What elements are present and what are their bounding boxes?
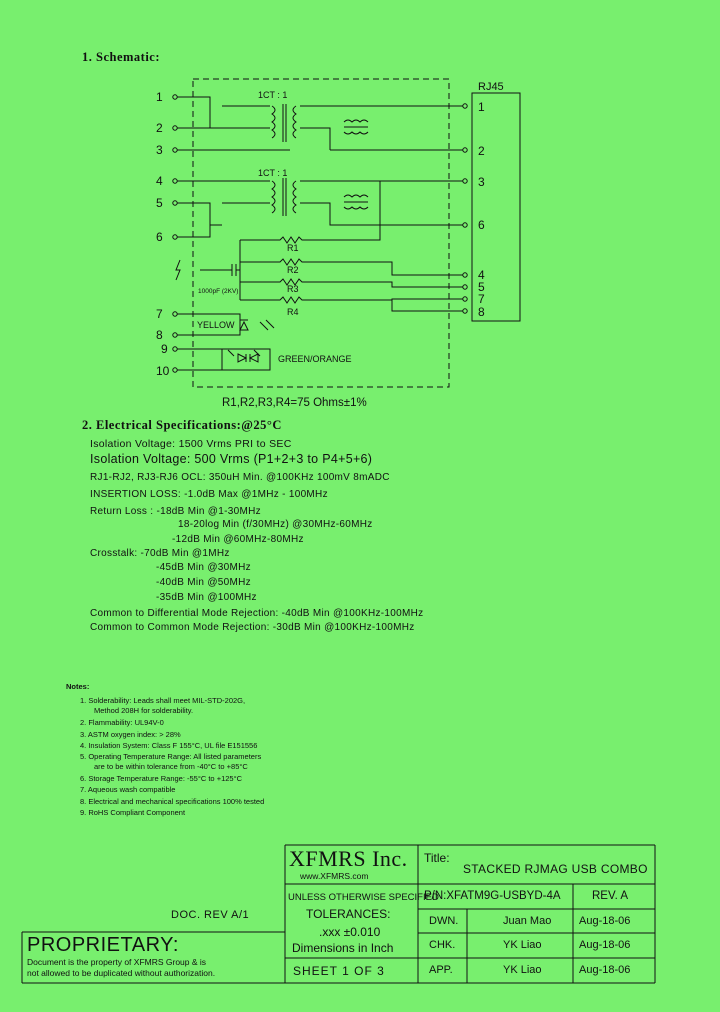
pin-label: 3: [156, 143, 163, 157]
rj45-box: [471, 92, 521, 322]
note-item: 4. Insulation System: Class F 155°C, UL …: [80, 741, 258, 750]
document-revision: DOC. REV A/1: [171, 909, 250, 921]
tolerance-label: TOLERANCES:: [306, 907, 391, 921]
spec-line: Return Loss : -18dB Min @1-30MHz: [90, 506, 261, 517]
chk-label: CHK.: [429, 939, 456, 951]
rj45-pin-label: 6: [478, 218, 485, 232]
note-item: 6. Storage Temperature Range: -55°C to +…: [80, 774, 242, 783]
pin-label: 8: [156, 328, 163, 342]
rj45-pin-label: 3: [478, 175, 485, 189]
note-item: 2. Flammability: UL94V-0: [80, 718, 164, 727]
tolerance-value: .xxx ±0.010: [319, 925, 381, 939]
dimensions-unit: Dimensions in Inch: [292, 941, 394, 955]
rj45-pin-label: 1: [478, 100, 485, 114]
note-item: 3. ASTM oxygen index: > 28%: [80, 730, 181, 739]
pin-label: 9: [161, 342, 168, 356]
chk-date: Aug-18-06: [579, 939, 631, 951]
dwn-label: DWN.: [429, 915, 459, 927]
pin-label: 4: [156, 174, 163, 188]
ratio-label-1: 1CT : 1: [258, 90, 287, 100]
resistor-label: R2: [287, 265, 299, 275]
spec-line: Isolation Voltage: 1500 Vrms PRI to SEC: [90, 438, 292, 450]
pin-label: 7: [156, 307, 163, 321]
capacitor-label: 1000pF (2KV): [198, 288, 238, 295]
spec-line: RJ1-RJ2, RJ3-RJ6 OCL: 350uH Min. @100KHz…: [90, 472, 390, 483]
resistor-label: R3: [287, 284, 299, 294]
rj45-pin-label: 7: [478, 292, 485, 306]
dwn-date: Aug-18-06: [579, 915, 631, 927]
pin-label: 1: [156, 90, 163, 104]
rj45-label: RJ45: [478, 81, 504, 93]
company-name: XFMRS Inc.: [289, 846, 408, 871]
rj45-pin-label: 5: [478, 280, 485, 294]
electrical-heading: 2. Electrical Specifications:@25°C: [82, 418, 282, 432]
revision: REV. A: [592, 890, 629, 902]
note-item: 1. Solderability: Leads shall meet MIL-S…: [80, 696, 246, 705]
led-yellow-label: YELLOW: [197, 320, 235, 330]
pin-label: 5: [156, 196, 163, 210]
spec-line: -35dB Min @100MHz: [156, 592, 257, 603]
spec-line: INSERTION LOSS: -1.0dB Max @1MHz - 100MH…: [90, 489, 328, 500]
note-item: 7. Aqueous wash compatible: [80, 785, 176, 794]
pin-label: 2: [156, 121, 163, 135]
note-item: 5. Operating Temperature Range: All list…: [80, 752, 262, 761]
drawing-title: STACKED RJMAG USB COMBO: [463, 862, 648, 876]
company-website: www.XFMRS.com: [300, 871, 369, 881]
note-item: are to be within tolerance from -40°C to…: [94, 762, 248, 771]
schematic-diagram: 1 2 3 4 5 6 7 8 9 10 1 2 3 6 4 5 7 8 RJ4…: [156, 78, 521, 409]
resistor-value-note: R1,R2,R3,R4=75 Ohms±1%: [222, 397, 367, 409]
proprietary-text: Document is the property of XFMRS Group …: [27, 957, 207, 967]
dwn-name: Juan Mao: [503, 915, 552, 927]
chk-name: YK Liao: [503, 939, 542, 951]
spec-line: Isolation Voltage: 500 Vrms (P1+2+3 to P…: [90, 452, 373, 466]
note-item: 8. Electrical and mechanical specificati…: [80, 797, 265, 806]
spec-line: -45dB Min @30MHz: [156, 562, 251, 573]
app-date: Aug-18-06: [579, 964, 631, 976]
spec-line: 18-20log Min (f/30MHz) @30MHz-60MHz: [178, 519, 373, 530]
app-name: YK Liao: [503, 964, 542, 976]
spec-line: -40dB Min @50MHz: [156, 577, 251, 588]
rj45-pin-label: 2: [478, 144, 485, 158]
rj45-pin-label: 4: [478, 268, 485, 282]
sheet-number: SHEET 1 OF 3: [293, 964, 385, 978]
proprietary-heading: PROPRIETARY:: [27, 934, 179, 956]
ratio-label-2: 1CT : 1: [258, 168, 287, 178]
rj45-pin-label: 8: [478, 305, 485, 319]
app-label: APP.: [429, 964, 453, 976]
spec-line: -12dB Min @60MHz-80MHz: [172, 534, 304, 545]
note-item: 9. RoHS Compliant Component: [80, 808, 186, 817]
spec-line: Common to Common Mode Rejection: -30dB M…: [90, 622, 415, 633]
proprietary-text: not allowed to be duplicated without aut…: [27, 968, 216, 978]
part-number: P/N:XFATM9G-USBYD-4A: [424, 890, 561, 902]
pin-label: 10: [156, 364, 170, 378]
title-label: Title:: [424, 851, 450, 865]
pin-label: 6: [156, 230, 163, 244]
led-green-orange-label: GREEN/ORANGE: [278, 354, 352, 364]
spec-line: Crosstalk: -70dB Min @1MHz: [90, 548, 230, 559]
resistor-label: R4: [287, 307, 299, 317]
note-item: Method 208H for solderability.: [94, 706, 194, 715]
housing-outline: [192, 78, 450, 388]
schematic-heading: 1. Schematic:: [82, 50, 161, 64]
resistor-label: R1: [287, 243, 299, 253]
notes-heading: Notes:: [66, 682, 90, 691]
tolerance-header: UNLESS OTHERWISE SPECIFIED: [288, 892, 439, 903]
spec-line: Common to Differential Mode Rejection: -…: [90, 608, 424, 619]
